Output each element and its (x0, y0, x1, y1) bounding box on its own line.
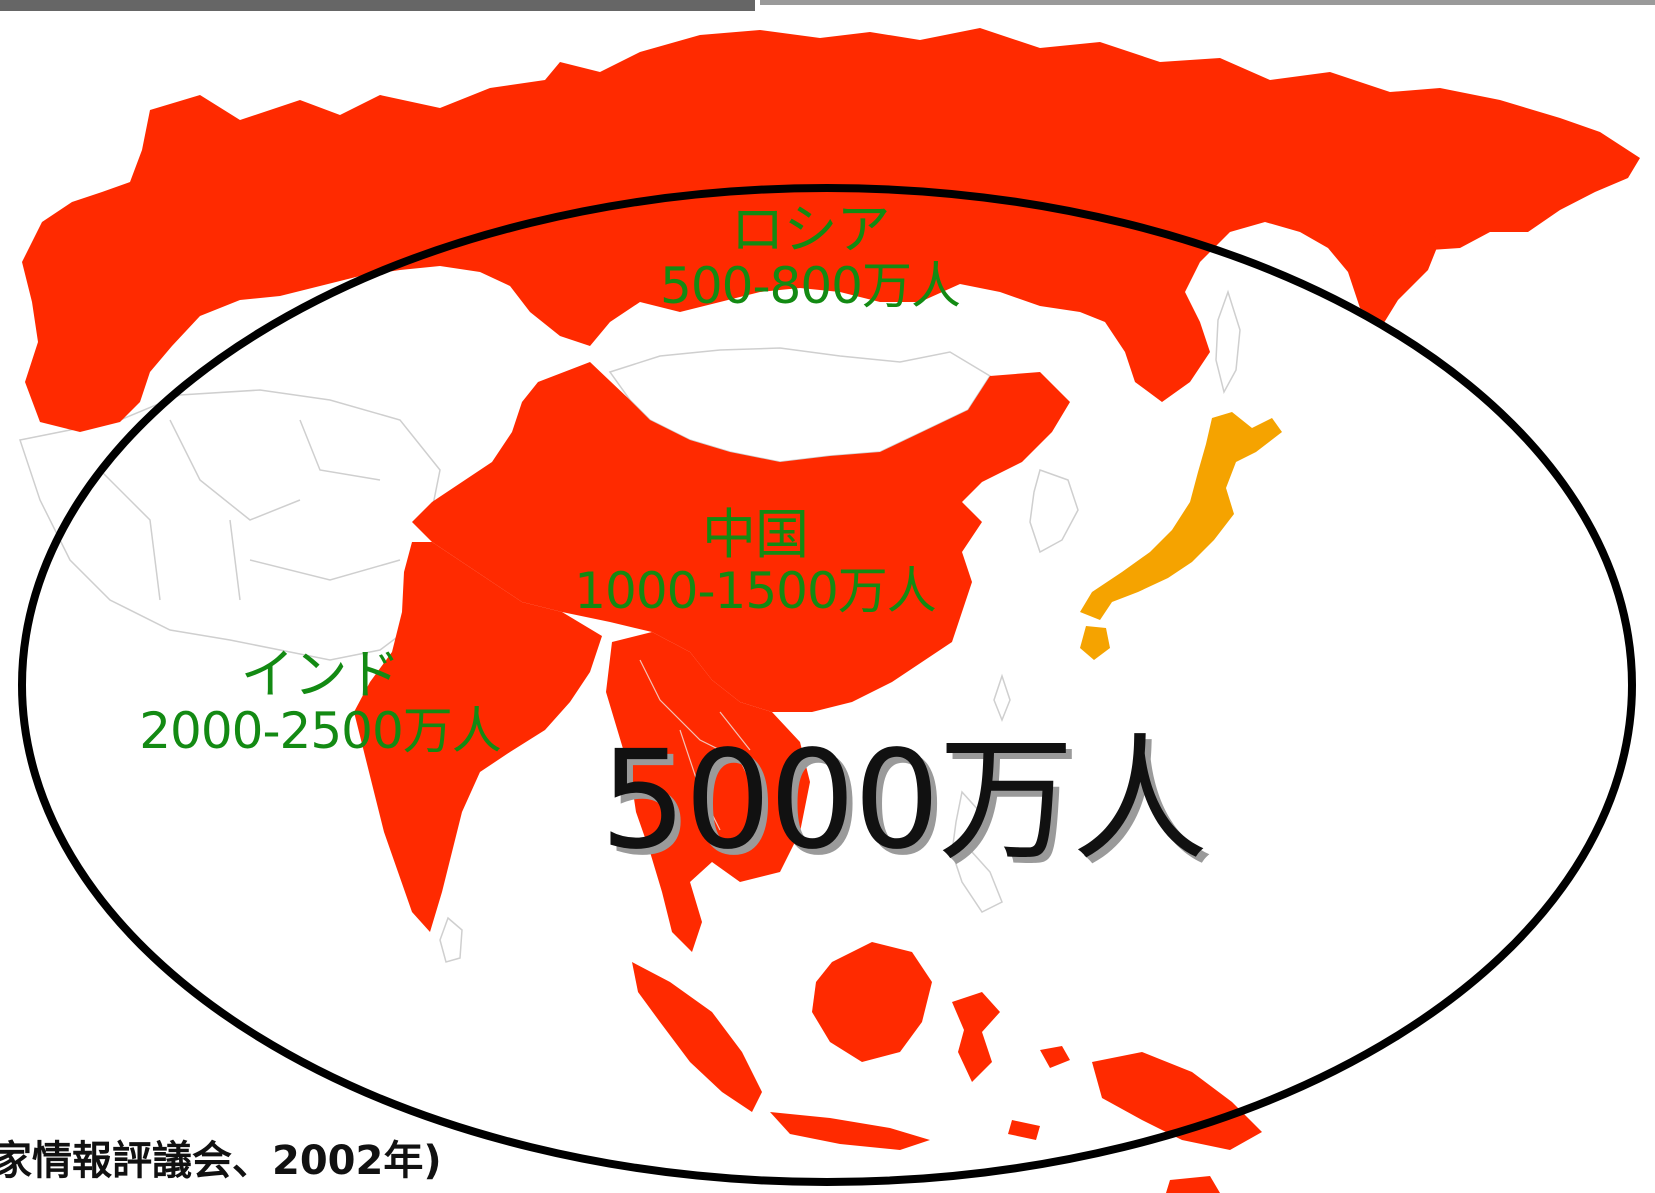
russia-estimate: 500-800万人 (660, 257, 961, 316)
india-estimate: 2000-2500万人 (139, 702, 502, 761)
top-bar-light (760, 0, 1655, 5)
southeast-asia-borders (639, 659, 761, 831)
central-asia-borders (99, 419, 401, 601)
sakhalin-island (1215, 289, 1241, 395)
borneo-island (812, 942, 932, 1062)
java-island (770, 1112, 930, 1150)
philippines-islands (951, 790, 1003, 913)
india-label: インド 2000-2500万人 (60, 645, 580, 759)
source-citation: 家情報評議会、2002年) (0, 1138, 442, 1184)
total-ellipse (18, 184, 1636, 1186)
southeast-asia-region (606, 632, 810, 952)
korea-peninsula (1029, 469, 1079, 554)
russia-name: ロシア (730, 198, 891, 261)
sumatra-island (632, 962, 762, 1112)
top-bar-dark (0, 0, 755, 11)
sulawesi-island (952, 992, 1000, 1082)
india-name: インド (240, 643, 401, 706)
russia-region (22, 28, 1640, 432)
total-value: 5000万人 (600, 722, 1208, 880)
far-east-peninsula (1362, 222, 1440, 326)
sri-lanka-island (439, 916, 463, 963)
india-region (354, 542, 602, 932)
taiwan-island (993, 673, 1011, 723)
russia-label: ロシア 500-800万人 (585, 200, 1035, 314)
new-guinea-island (1092, 1052, 1262, 1150)
china-label: 中国 1000-1500万人 (485, 505, 1025, 619)
small-islands (1008, 1046, 1220, 1193)
china-estimate: 1000-1500万人 (574, 562, 937, 621)
china-region (412, 362, 1070, 712)
kyushu-island (1080, 626, 1110, 660)
china-name: 中国 (702, 503, 809, 566)
japan-region (1080, 412, 1282, 620)
